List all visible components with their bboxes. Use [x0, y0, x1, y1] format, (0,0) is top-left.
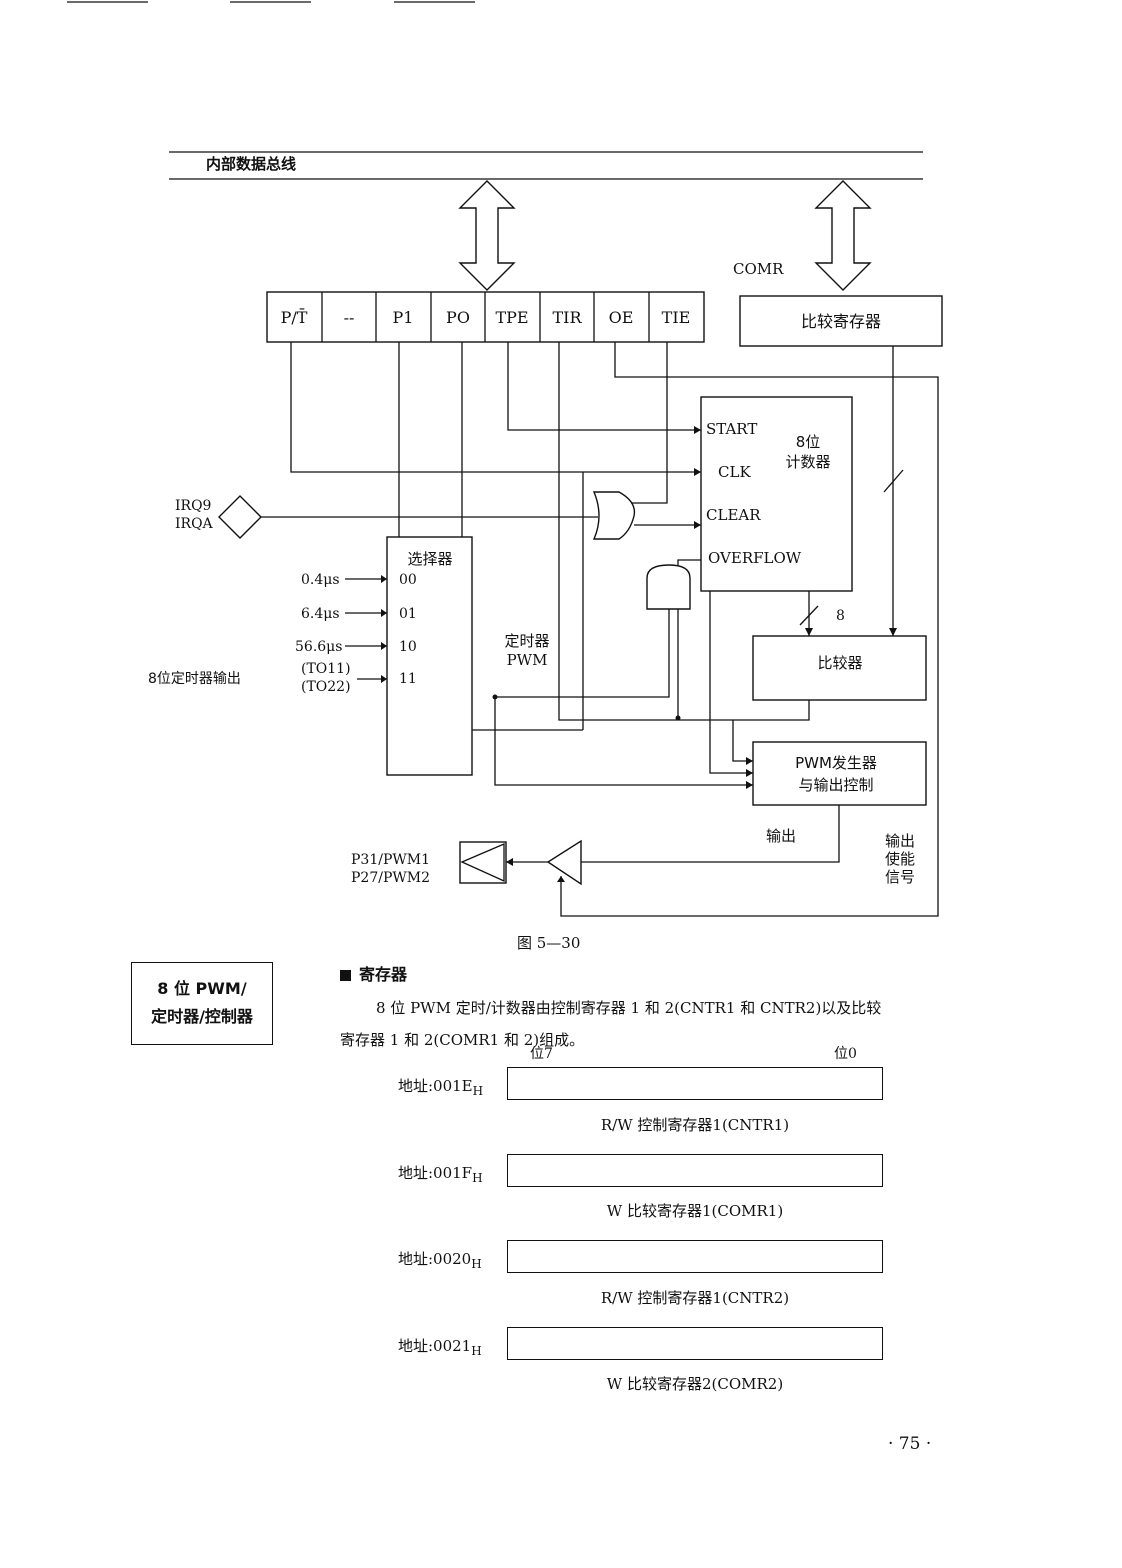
compare-register-box — [739, 295, 943, 347]
bit7-label: 位7 — [530, 1046, 553, 1062]
register-1-box — [507, 1067, 883, 1100]
wiring — [261, 342, 939, 917]
output-label: 输出 — [766, 827, 796, 845]
port-clear: CLEAR — [706, 506, 761, 524]
counter-title-2: 计数器 — [785, 453, 830, 471]
comr-label: COMR — [733, 260, 784, 278]
pin-label-2: P27/PWM2 — [351, 870, 430, 886]
port-overflow: OVERFLOW — [708, 549, 802, 567]
input-to22: (TO22) — [301, 679, 351, 695]
compare-register-label: 比较寄存器 — [801, 312, 881, 331]
or-gate — [592, 491, 636, 540]
register-4-address: 地址:0021H — [398, 1337, 482, 1358]
register-4-caption: W 比较寄存器2(COMR2) — [606, 1375, 784, 1393]
register-3-address: 地址:0020H — [398, 1250, 482, 1271]
bit-tir: TIR — [552, 308, 582, 327]
sel-code-01: 01 — [399, 606, 417, 622]
bit-tpe: TPE — [495, 308, 528, 327]
side-topic-line-1: 8 位 PWM/ — [157, 979, 247, 998]
comparator-label: 比较器 — [817, 654, 862, 672]
enable-label-3: 信号 — [885, 868, 915, 886]
selector-title: 选择器 — [407, 550, 452, 568]
register-2-caption: W 比较寄存器1(COMR1) — [606, 1202, 784, 1220]
enable-label-2: 使能 — [885, 850, 915, 868]
bit-p1: P1 — [393, 308, 414, 327]
bit-pt: P/T̄ — [281, 306, 308, 327]
bus-arrow-control — [458, 180, 516, 291]
register-3-caption: R/W 控制寄存器1(CNTR2) — [600, 1289, 790, 1307]
timer-pwm-label-1: 定时器 — [504, 632, 549, 650]
counter-title-1: 8位 — [796, 433, 821, 451]
section-title: 寄存器 — [340, 961, 407, 985]
input-to11: (TO11) — [301, 661, 351, 677]
output-buffer — [546, 839, 582, 886]
bus-label: 内部数据总线 — [206, 155, 296, 173]
bit-unused: -- — [344, 308, 355, 327]
timer-pwm-label-2: PWM — [507, 651, 548, 669]
pwm-gen-label-1: PWM发生器 — [795, 754, 877, 772]
and-gate — [646, 564, 691, 610]
selector-input-arrows — [381, 575, 387, 683]
description-paragraph: 8 位 PWM 定时/计数器由控制寄存器 1 和 2(CNTR1 和 CNTR2… — [340, 992, 980, 1056]
register-3-box — [507, 1240, 883, 1273]
bit-p0: PO — [446, 308, 470, 327]
register-4-box — [507, 1327, 883, 1360]
sel-code-00: 00 — [399, 572, 417, 588]
register-2-address: 地址:001FH — [398, 1164, 483, 1185]
selector-box — [386, 536, 473, 776]
port-start: START — [706, 420, 757, 438]
irq-diamond — [218, 495, 262, 539]
section-square-icon — [340, 970, 351, 981]
bit0-label: 位0 — [834, 1046, 857, 1062]
bus-arrow-compare — [814, 180, 872, 291]
control-register: P/T̄ -- P1 PO TPE TIR OE TIE — [266, 291, 705, 343]
sel-code-11: 11 — [399, 671, 417, 687]
pwm-generator-box — [752, 741, 927, 806]
bit-oe: OE — [609, 308, 634, 327]
bus-width-label: 8 — [836, 608, 845, 624]
paragraph-line-1: 8 位 PWM 定时/计数器由控制寄存器 1 和 2(CNTR1 和 CNTR2… — [376, 999, 882, 1017]
bit-tie: TIE — [662, 308, 691, 327]
sel-code-10: 10 — [399, 639, 417, 655]
figure-caption: 图 5—30 — [517, 934, 581, 952]
output-pin-symbol — [460, 843, 505, 883]
input-0-4us: 0.4μs — [301, 572, 340, 588]
register-1-caption: R/W 控制寄存器1(CNTR1) — [600, 1116, 790, 1134]
side-topic-line-2: 定时器/控制器 — [151, 1007, 253, 1026]
enable-label-1: 输出 — [885, 832, 915, 850]
input-56-6us: 56.6μs — [295, 639, 342, 655]
irqa-label: IRQA — [175, 516, 214, 532]
pin-label-1: P31/PWM1 — [351, 852, 430, 868]
side-topic-box: 8 位 PWM/ 定时器/控制器 — [131, 962, 273, 1045]
page-number: · 75 · — [888, 1434, 932, 1454]
counter-box — [700, 396, 853, 592]
irq9-label: IRQ9 — [175, 498, 211, 514]
register-2-box — [507, 1154, 883, 1187]
register-1-address: 地址:001EH — [398, 1077, 484, 1098]
output-pin-box — [459, 841, 507, 884]
section-title-text: 寄存器 — [359, 965, 408, 984]
paragraph-line-2: 寄存器 1 和 2(COMR1 和 2)组成。 — [340, 1031, 585, 1049]
pwm-gen-label-2: 与输出控制 — [798, 776, 873, 794]
port-clk: CLK — [718, 463, 751, 481]
timer-output-label: 8位定时器输出 — [148, 671, 241, 687]
input-6-4us: 6.4μs — [301, 606, 340, 622]
comparator-box — [752, 635, 927, 701]
